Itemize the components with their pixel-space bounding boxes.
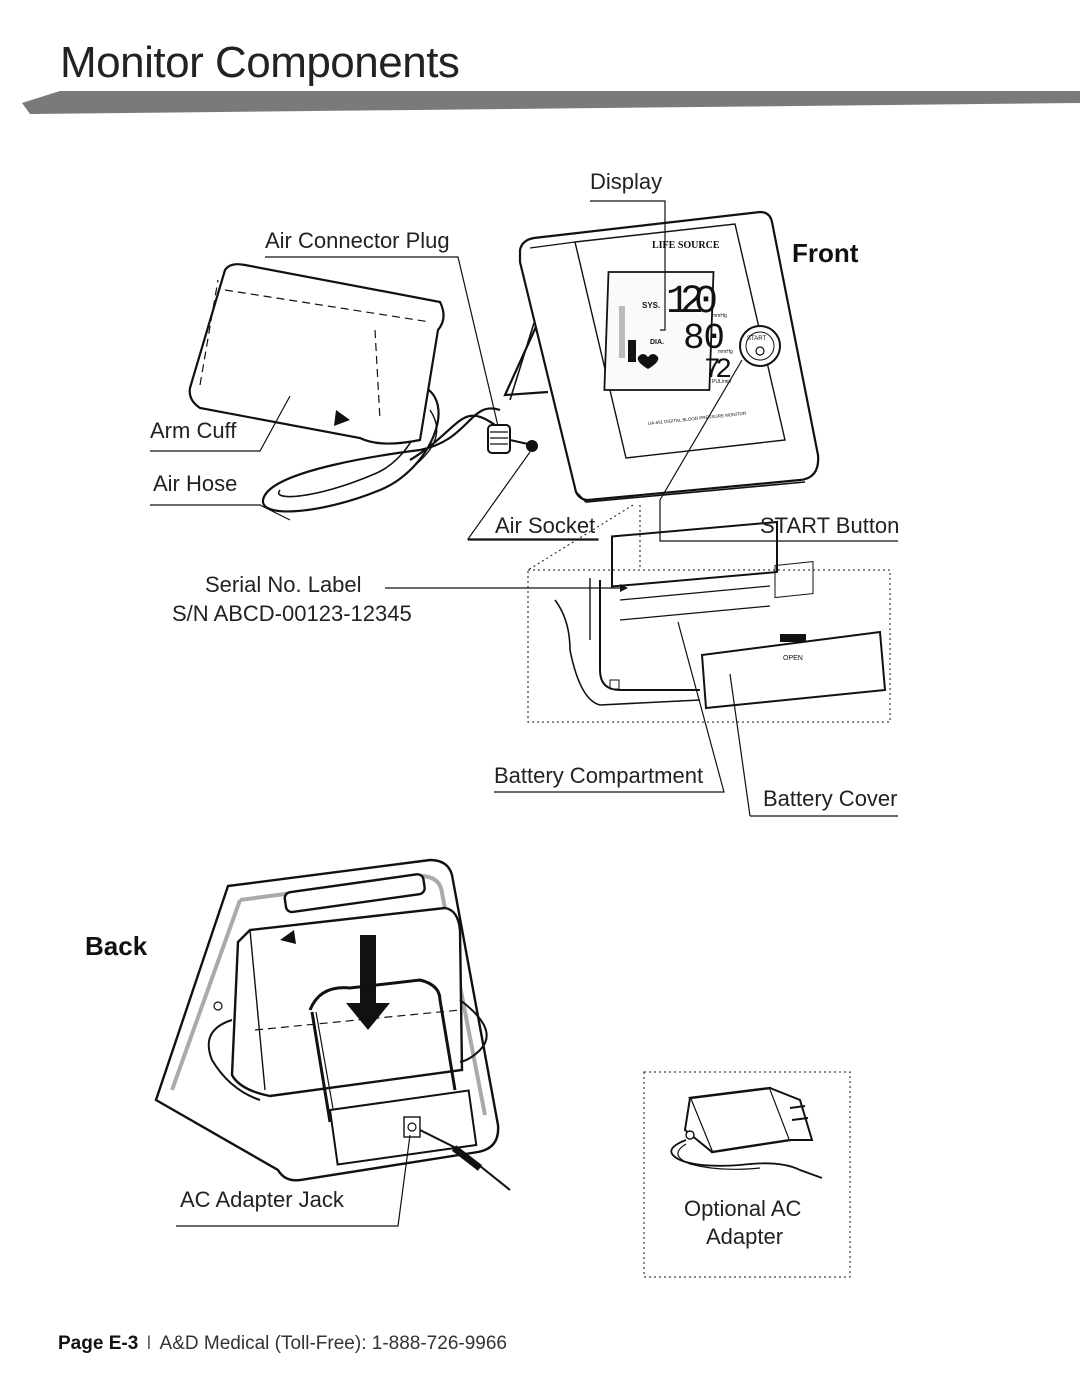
- arm-cuff-illustration: [188, 263, 538, 513]
- page-number: Page E-3: [58, 1333, 139, 1354]
- unit-pulse: PUL/min: [712, 379, 731, 385]
- battery-detail-illustration: [494, 504, 898, 817]
- header-bar: [22, 91, 1080, 114]
- page-title: Monitor Components: [60, 38, 460, 87]
- leader-lines-front: [150, 200, 898, 592]
- label-optional-ac-line2: Adapter: [706, 1224, 784, 1249]
- company-contact: A&D Medical (Toll-Free): 1-888-726-9966: [159, 1333, 507, 1354]
- label-front: Front: [792, 238, 859, 268]
- label-air-hose: Air Hose: [153, 471, 238, 496]
- label-battery-compartment: Battery Compartment: [494, 763, 704, 788]
- label-serial-number: S/N ABCD-00123-12345: [172, 601, 412, 626]
- label-battery-cover: Battery Cover: [763, 786, 898, 811]
- label-serial-no: Serial No. Label: [205, 572, 362, 597]
- monitor-front-illustration: [503, 210, 820, 503]
- dia-label: DIA.: [650, 339, 664, 346]
- battery-cover-open-text: OPEN: [783, 655, 803, 662]
- label-arm-cuff: Arm Cuff: [150, 418, 237, 443]
- ac-adapter-illustration: [643, 1071, 851, 1278]
- unit-mmhg-dia: mmHg: [718, 349, 733, 355]
- start-button-text: START: [747, 336, 766, 342]
- sys-value: 120: [666, 280, 718, 325]
- label-optional-ac-line1: Optional AC: [684, 1196, 802, 1221]
- footer-separator: I: [146, 1333, 152, 1354]
- label-back: Back: [85, 931, 148, 961]
- label-air-connector-plug: Air Connector Plug: [265, 228, 450, 253]
- label-display: Display: [590, 169, 663, 194]
- page-footer: Page E-3 I A&D Medical (Toll-Free): 1-888-…: [58, 1333, 507, 1355]
- label-air-socket: Air Socket: [495, 513, 596, 538]
- unit-mmhg-sys: mmHg: [712, 313, 727, 319]
- pulse-value: 72: [704, 355, 732, 386]
- dia-value: 80: [683, 318, 725, 359]
- monitor-back-illustration: [154, 858, 511, 1227]
- label-ac-adapter-jack: AC Adapter Jack: [180, 1187, 344, 1212]
- label-start-button: START Button: [760, 513, 900, 538]
- brand-logo: LIFE SOURCE: [652, 240, 720, 251]
- sys-label: SYS.: [642, 301, 660, 310]
